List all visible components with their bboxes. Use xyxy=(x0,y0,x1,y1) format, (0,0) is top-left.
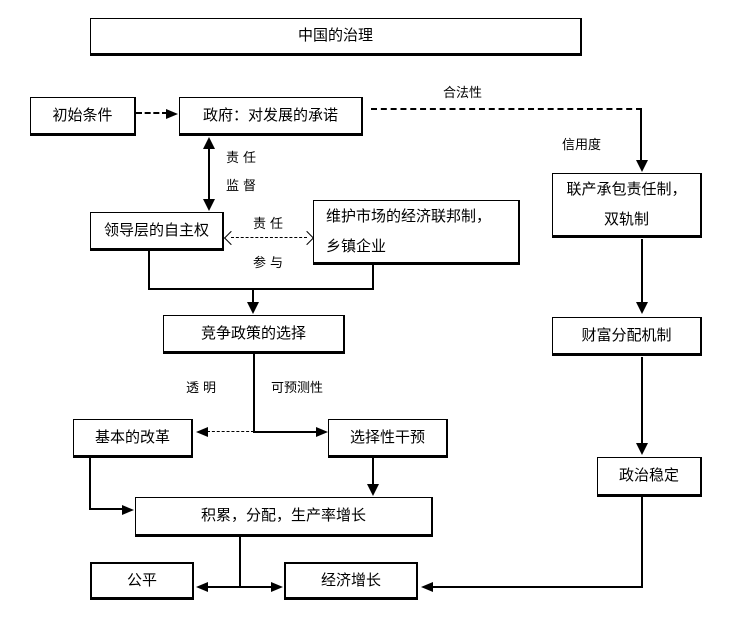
arrowhead-into-accumulation-top xyxy=(367,484,379,496)
node-household-line2: 双轨制 xyxy=(603,211,649,228)
edge-equity-growth xyxy=(207,586,272,588)
arrowhead-into-reform xyxy=(196,427,208,437)
arrowhead-into-government xyxy=(166,109,178,119)
edge-label-responsibility-top: 责任 xyxy=(226,150,261,165)
edge-leadership-down xyxy=(148,251,150,290)
node-federalism-line2: 乡镇企业 xyxy=(326,238,387,255)
edge-to-intervention xyxy=(253,431,317,433)
node-market-federalism: 维护市场的经济联邦制， 乡镇企业 xyxy=(313,200,520,265)
edge-leadership-federalism xyxy=(231,237,307,238)
arrowhead-into-intervention xyxy=(316,427,328,437)
edge-label-supervision: 监督 xyxy=(226,178,261,193)
node-federalism-line1: 维护市场的经济联邦制， xyxy=(326,208,492,225)
edge-accumulation-down xyxy=(239,537,241,588)
edge-federalism-down xyxy=(372,265,374,290)
edge-reform-down xyxy=(89,458,91,509)
node-household-line1: 联产承包责任制， xyxy=(566,181,687,198)
node-political-stability: 政治稳定 xyxy=(597,457,702,497)
node-equity: 公平 xyxy=(90,562,194,600)
node-title: 中国的治理 xyxy=(90,18,582,56)
chevron-right-federalism xyxy=(299,230,315,246)
node-leadership-autonomy: 领导层的自主权 xyxy=(90,212,224,251)
edge-credibility-down xyxy=(640,109,642,162)
edge-junction-down xyxy=(252,289,254,303)
edge-label-legitimacy: 合法性 xyxy=(443,85,483,100)
arrowhead-into-competition xyxy=(247,302,259,314)
edge-junction-horizontal xyxy=(148,288,374,290)
edge-intervention-down xyxy=(372,458,374,485)
edge-label-participation: 参与 xyxy=(253,255,288,270)
arrowhead-into-household xyxy=(636,160,648,172)
edge-label-responsibility-mid: 责任 xyxy=(253,216,288,231)
edge-label-transparency: 透明 xyxy=(186,380,221,395)
arrowhead-up-government xyxy=(203,137,215,149)
node-initial-conditions: 初始条件 xyxy=(30,97,136,136)
edge-initial-to-government xyxy=(136,112,168,114)
node-competition-policy: 竞争政策的选择 xyxy=(163,315,345,354)
edge-competition-down xyxy=(253,354,255,432)
edge-stability-left xyxy=(432,586,642,588)
node-government-commitment: 政府：对发展的承诺 xyxy=(179,97,363,136)
edge-label-credibility: 信用度 xyxy=(562,137,602,152)
edge-wealth-down xyxy=(641,357,643,444)
arrowhead-into-wealth xyxy=(636,302,648,314)
edge-household-down xyxy=(641,239,643,303)
arrowhead-into-growth-left xyxy=(271,582,283,592)
arrowhead-into-growth-right xyxy=(421,582,433,592)
chevron-left-leadership xyxy=(223,230,239,246)
node-wealth-distribution: 财富分配机制 xyxy=(552,317,702,356)
node-accumulation-distribution-productivity: 积累，分配，生产率增长 xyxy=(135,497,433,537)
arrowhead-into-accumulation-left xyxy=(122,505,134,515)
node-household-responsibility: 联产承包责任制， 双轨制 xyxy=(552,173,702,238)
edge-stability-down xyxy=(641,497,643,588)
arrowhead-into-stability xyxy=(636,443,648,455)
edge-government-leadership xyxy=(208,147,210,201)
node-economic-growth: 经济增长 xyxy=(284,562,418,600)
arrowhead-down-leadership xyxy=(203,199,215,211)
edge-legitimacy-dashed xyxy=(371,108,642,110)
edge-to-reform-dotted xyxy=(207,431,254,432)
arrowhead-into-equity xyxy=(196,582,208,592)
node-selective-intervention: 选择性干预 xyxy=(328,419,448,458)
edge-reform-right xyxy=(89,508,123,510)
edge-label-predictability: 可预测性 xyxy=(271,380,324,395)
node-basic-reform: 基本的改革 xyxy=(73,419,193,458)
